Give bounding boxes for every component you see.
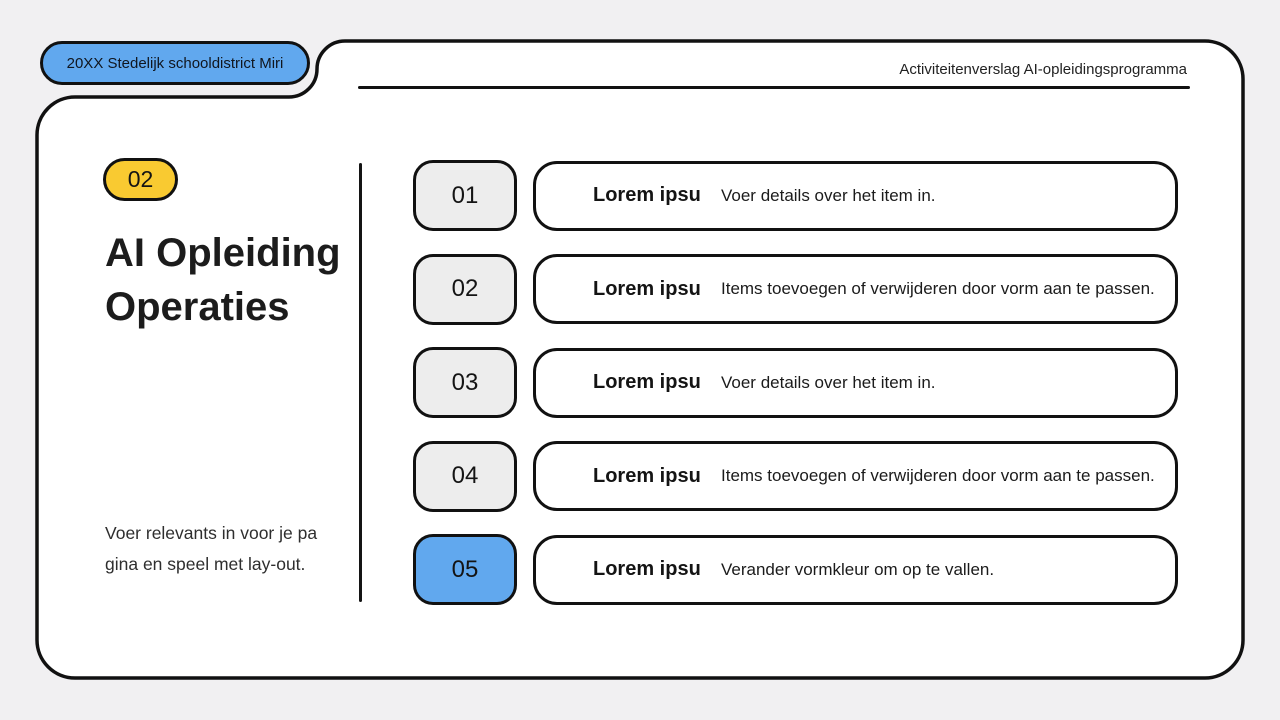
row-number-box: 03: [413, 347, 517, 418]
list-row-04: 04 Lorem ipsu Items toevoegen of verwijder…: [413, 440, 1178, 512]
list-row-01: 01 Lorem ipsu Voer details over het item i…: [413, 160, 1178, 231]
row-label: Lorem ipsu: [593, 184, 701, 206]
slide-title-line2: Operaties: [105, 285, 290, 329]
district-badge: 20XX Stedelijk schooldistrict Miri: [40, 41, 310, 85]
row-number-box: 05: [413, 534, 517, 605]
section-number-pill: 02: [103, 158, 178, 201]
row-content-box: Lorem ipsu Items toevoegen of verwijderen…: [533, 441, 1178, 511]
row-description: Items toevoegen of verwijderen door vorm…: [721, 279, 1155, 298]
row-number-box: 04: [413, 440, 517, 512]
vertical-divider: [359, 163, 362, 602]
header-rule: [358, 86, 1190, 89]
row-label: Lorem ipsu: [593, 464, 701, 487]
row-label: Lorem ipsu: [593, 371, 701, 393]
row-label: Lorem ipsu: [593, 277, 701, 300]
list-row-03: 03 Lorem ipsu Voer details over het item i…: [413, 347, 1178, 418]
row-content-box: Lorem ipsu Voer details over het item in.: [533, 347, 1178, 418]
slide-note-line1: Voer relevants in voor je pa: [105, 523, 318, 543]
list-row-02: 02 Lorem ipsu Items toevoegen of verwijder…: [413, 253, 1178, 325]
slide-title-line1: AI Opleiding: [105, 231, 341, 275]
row-number-box: 01: [413, 160, 517, 231]
row-description: Voer details over het item in.: [721, 372, 936, 392]
row-label: Lorem ipsu: [593, 558, 701, 580]
slide-note-line2: gina en speel met lay-out.: [105, 554, 306, 574]
row-number-box: 02: [413, 253, 517, 325]
row-content-box: Lorem ipsu Verander vormkleur om op te va…: [533, 534, 1178, 605]
row-description: Items toevoegen of verwijderen door vorm…: [721, 466, 1155, 485]
row-content-box: Lorem ipsu Items toevoegen of verwijderen…: [533, 254, 1178, 324]
slide-note: Voer relevants in voor je pa gina en spe…: [105, 518, 365, 580]
row-content-box: Lorem ipsu Voer details over het item in.: [533, 160, 1178, 231]
slide-title: AI Opleiding Operaties: [105, 226, 385, 334]
list-row-05: 05 Lorem ipsu Verander vormkleur om op te …: [413, 534, 1178, 605]
row-description: Verander vormkleur om op te vallen.: [721, 559, 995, 579]
row-description: Voer details over het item in.: [721, 185, 936, 205]
report-title: Activiteitenverslag AI-opleidingsprogram…: [899, 61, 1187, 78]
